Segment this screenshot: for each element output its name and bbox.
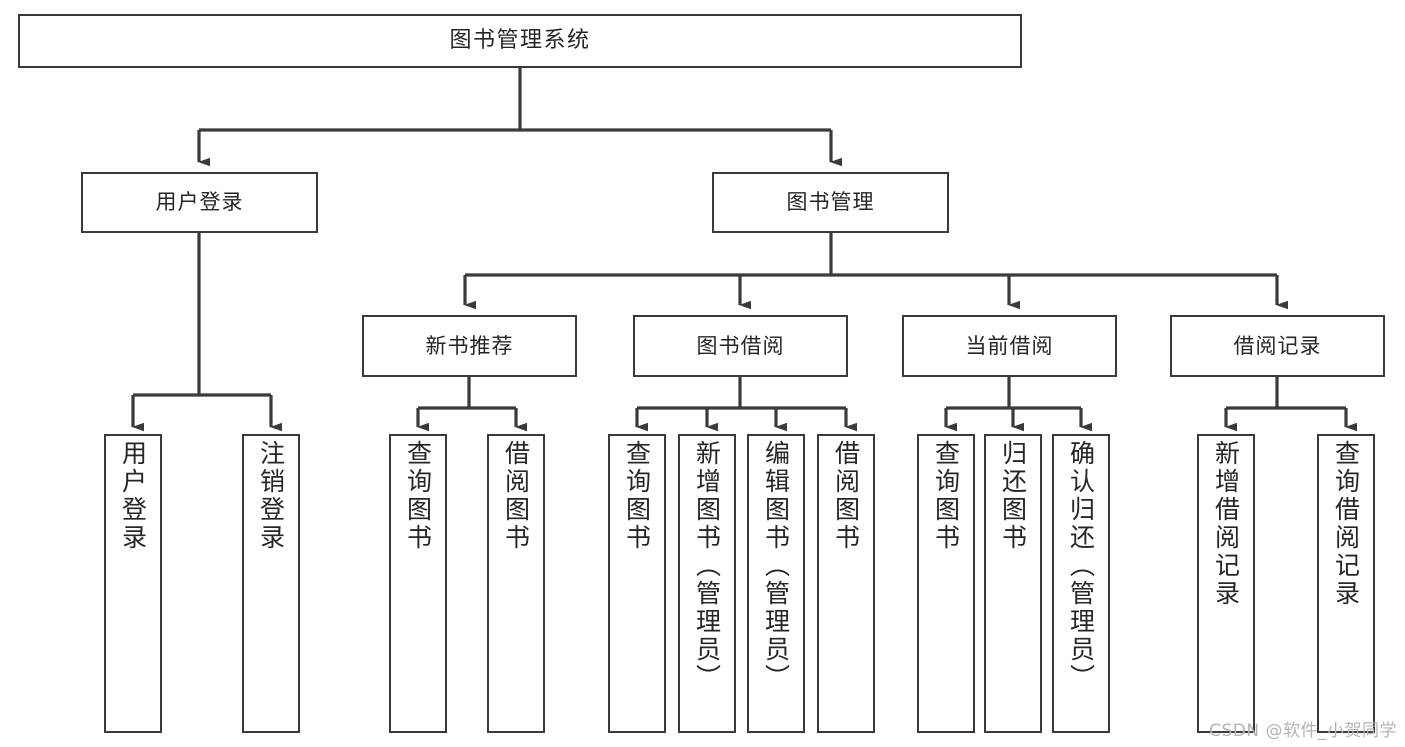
node-label: 当前借阅 [965,333,1054,358]
watermark: CSDN @软件_小贺同学 [1209,721,1397,741]
node-book-management[interactable]: 图书管理 [712,172,949,233]
leaf-borrow-book[interactable]: 借阅图书 [817,434,875,733]
leaf-query-borrow-record[interactable]: 查询借阅记录 [1317,434,1375,733]
leaf-return-book[interactable]: 归还图书 [984,434,1042,733]
leaf-edit-book-admin[interactable]: 编辑图书（管理员） [747,434,805,733]
node-user-login[interactable]: 用户登录 [81,172,318,233]
leaf-confirm-return-admin[interactable]: 确认归还（管理员） [1052,434,1110,733]
node-label: 编辑图书（管理员） [761,440,791,692]
node-label: 查询图书 [622,440,652,552]
leaf-logout[interactable]: 注销登录 [242,434,300,733]
node-label: 用户登录 [118,440,148,552]
leaf-query-book-borrow[interactable]: 查询图书 [608,434,666,733]
node-label: 借阅图书 [831,440,861,552]
node-borrow-record[interactable]: 借阅记录 [1170,315,1385,377]
leaf-user-login[interactable]: 用户登录 [104,434,162,733]
node-label: 新增图书（管理员） [692,440,722,692]
node-new-book-recommend[interactable]: 新书推荐 [362,315,577,377]
node-label: 借阅记录 [1233,333,1322,358]
node-label: 借阅图书 [501,440,531,552]
leaf-borrow-book-recommend[interactable]: 借阅图书 [487,434,545,733]
node-label: 注销登录 [256,440,286,552]
node-root-book-management-system[interactable]: 图书管理系统 [18,14,1022,68]
node-label: 查询借阅记录 [1331,440,1361,608]
node-label: 图书管理 [786,190,875,215]
node-label: 图书管理系统 [449,28,591,54]
node-label: 图书借阅 [696,333,785,358]
node-label: 归还图书 [998,440,1028,552]
node-current-borrow[interactable]: 当前借阅 [902,315,1117,377]
leaf-add-book-admin[interactable]: 新增图书（管理员） [678,434,736,733]
node-label: 查询图书 [931,440,961,552]
node-book-borrow[interactable]: 图书借阅 [633,315,848,377]
node-label: 新书推荐 [425,333,514,358]
leaf-query-book-recommend[interactable]: 查询图书 [389,434,447,733]
node-label: 新增借阅记录 [1211,440,1241,608]
node-label: 查询图书 [403,440,433,552]
node-label: 确认归还（管理员） [1066,440,1096,692]
node-label: 用户登录 [155,190,244,215]
leaf-add-borrow-record[interactable]: 新增借阅记录 [1197,434,1255,733]
leaf-query-book-current[interactable]: 查询图书 [917,434,975,733]
